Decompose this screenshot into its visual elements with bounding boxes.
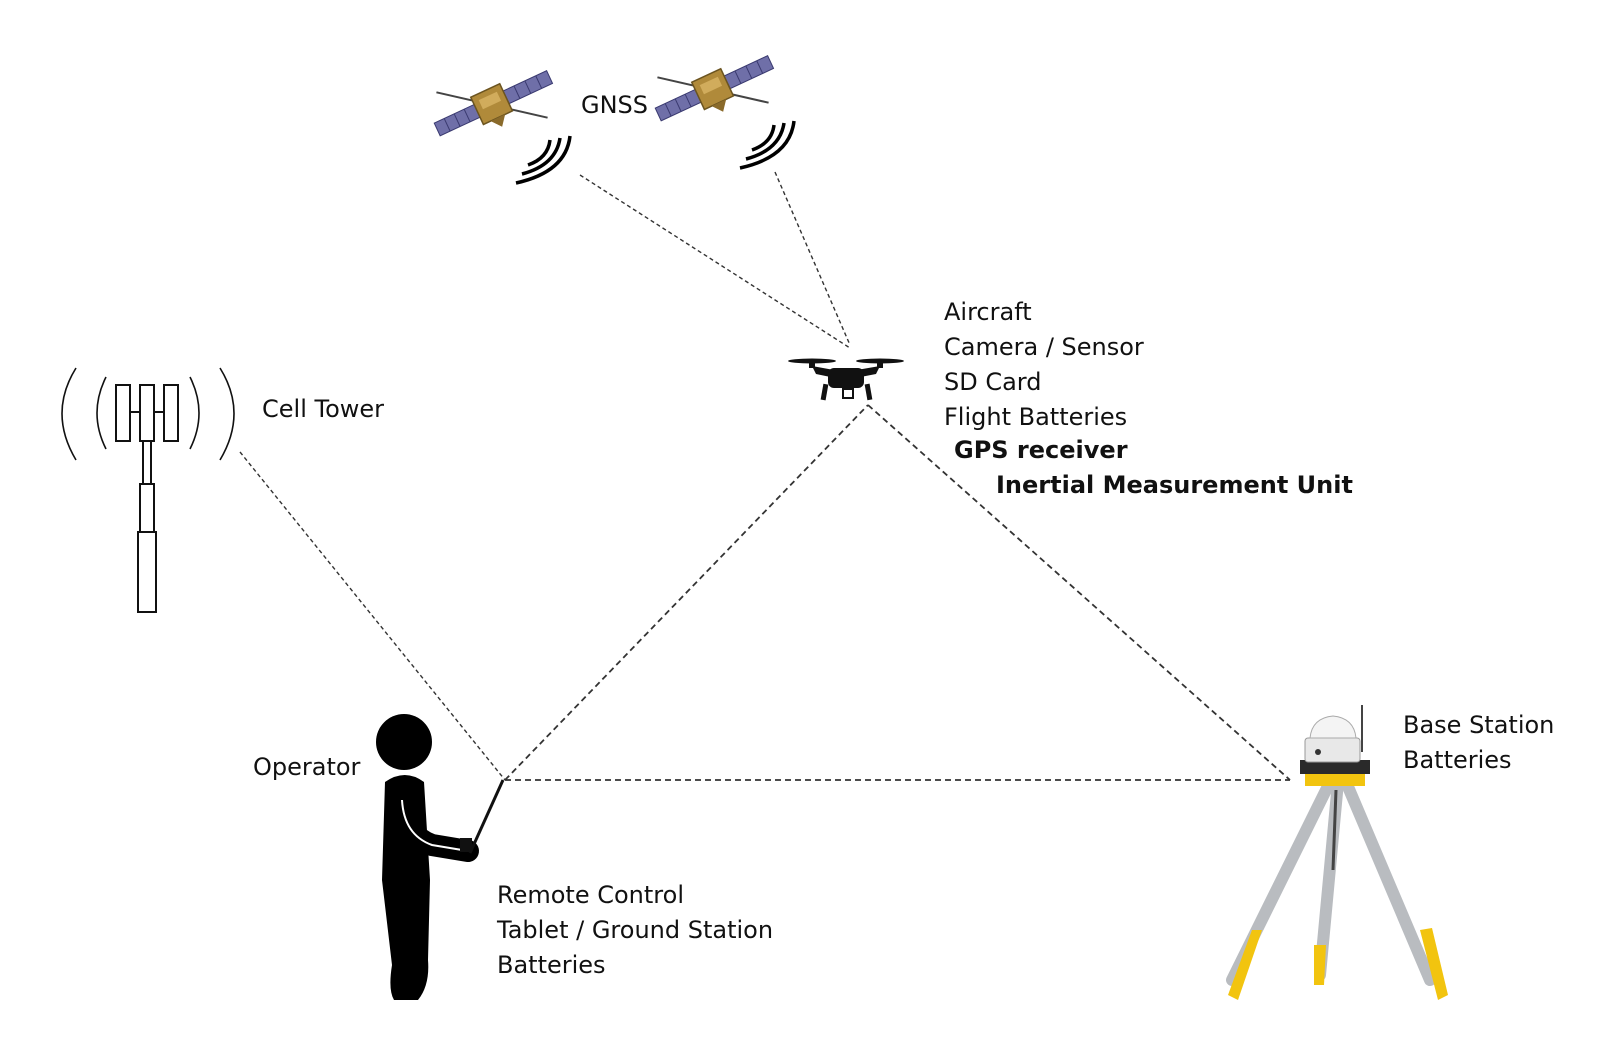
satellite-icon [654,55,775,122]
operator-batteries-label: Batteries [497,951,606,979]
operator-equipment-list: Remote Control Tablet / Ground Station B… [497,878,773,983]
base-station-label: Base Station [1403,711,1555,739]
link-celltower-operator [239,451,506,781]
sd-card-label: SD Card [944,368,1042,396]
base-station-batteries-label: Batteries [1403,746,1512,774]
person-icon [376,714,505,1000]
link-satellite1-aircraft [579,174,851,349]
base-station-list: Base Station Batteries [1403,708,1554,778]
tablet-ground-station-label: Tablet / Ground Station [497,916,774,944]
operator-label: Operator [253,753,361,781]
aircraft-label: Aircraft [944,298,1032,326]
satellite-icon [433,70,554,137]
gps-receiver-label: GPS receiver [954,436,1128,464]
drone-icon [788,358,904,401]
link-satellite2-aircraft [774,171,851,346]
flight-batteries-label: Flight Batteries [944,403,1128,431]
gnss-label: GNSS [581,91,649,119]
link-operator-aircraft [504,404,869,781]
cell-tower-icon [61,367,235,613]
links [239,171,1291,781]
remote-control-label: Remote Control [497,881,684,909]
signal-waves-icon [739,120,796,170]
link-aircraft-basestation [867,404,1291,781]
aircraft-components-list: Aircraft Camera / Sensor SD Card Flight … [944,295,1144,435]
gnss-receiver-icon [1304,705,1363,763]
camera-sensor-label: Camera / Sensor [944,333,1144,361]
cell-tower-label: Cell Tower [262,395,385,423]
imu-label: Inertial Measurement Unit [996,471,1353,499]
signal-waves-icon [515,135,572,185]
tripod-icon [1226,760,1448,1000]
